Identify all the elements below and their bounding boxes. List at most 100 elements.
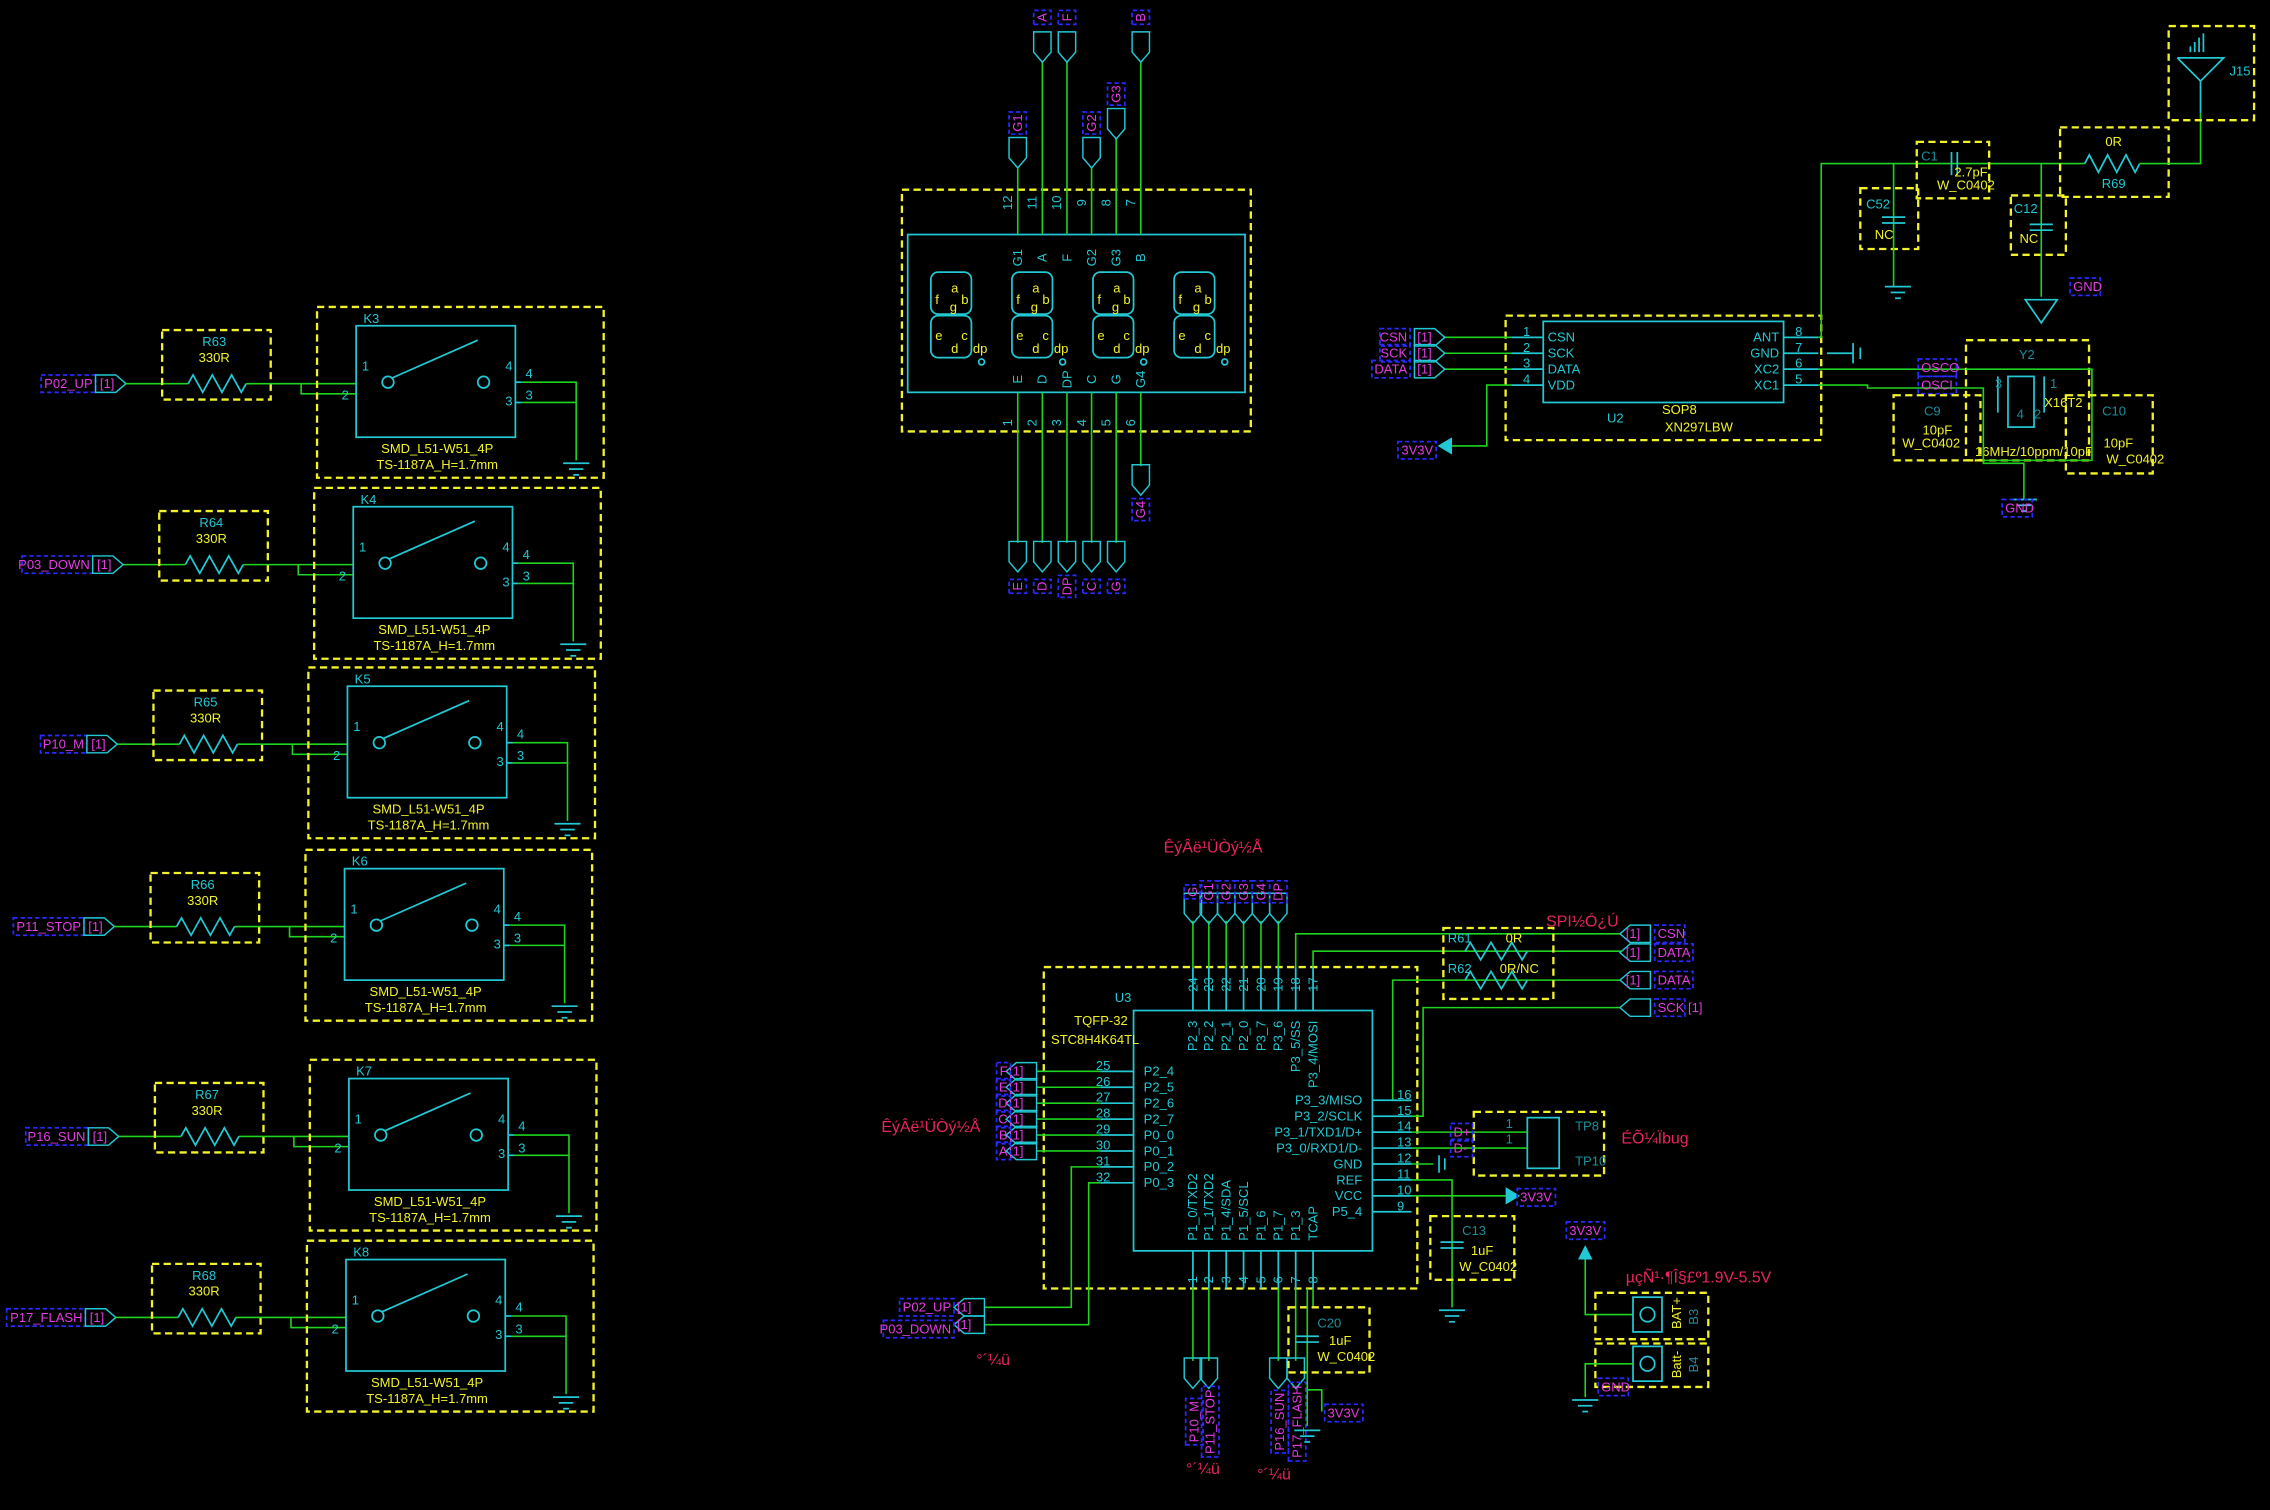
port-flag-icon	[91, 555, 125, 575]
pin-number: 11	[1025, 196, 1040, 210]
resistor-icon	[180, 1126, 240, 1147]
segment-label: d	[951, 341, 958, 356]
net-label-group: A	[1032, 9, 1052, 26]
pin-number: 2	[1025, 419, 1040, 426]
pin-name: E	[1010, 375, 1025, 384]
resistor-value: 330R	[196, 531, 227, 546]
port-flag-icon	[1005, 1109, 1038, 1129]
j15-outline	[2167, 24, 2256, 122]
wire	[1452, 384, 1512, 447]
pin-name: P1_3	[1288, 1210, 1303, 1240]
pin-name: P2_4	[1144, 1064, 1174, 1079]
pin-number: 2	[342, 388, 349, 403]
pin-name: P3_1/TXD1/D+	[1274, 1124, 1362, 1139]
pin-number: 9	[1074, 199, 1089, 206]
net-label-frame	[1131, 9, 1151, 26]
wire	[300, 383, 357, 395]
port-flag-icon	[1131, 31, 1151, 64]
net-label-frame	[1082, 578, 1102, 595]
net-label-frame	[1234, 879, 1254, 904]
net-label-group: G4	[1131, 497, 1151, 522]
pin-number: 3	[526, 388, 533, 403]
net-label-frame	[1106, 82, 1126, 106]
net-label-f: F	[1000, 1064, 1008, 1079]
net-label-g3: G3	[1236, 883, 1251, 900]
sheet-ref: [1]	[93, 1129, 107, 1144]
port-flag-icon	[1106, 107, 1126, 141]
net-label-frame	[1379, 343, 1411, 363]
symbol-line	[2176, 57, 2226, 83]
switch-contact-icon	[381, 375, 395, 389]
switch-contact-icon	[469, 1128, 483, 1142]
net-label-frame	[995, 1109, 1012, 1129]
pin-number: 2	[330, 930, 337, 945]
segment-label: a	[1194, 280, 1202, 295]
net-label-e: E	[999, 1080, 1008, 1095]
bat-minus-label: Batt-	[1669, 1351, 1684, 1379]
net-label-frame	[995, 1141, 1012, 1161]
switch-contact-icon	[371, 1309, 385, 1323]
pin-number: 18	[1288, 977, 1303, 991]
u3-ref: U3	[1115, 990, 1132, 1005]
ground-icon	[555, 1215, 582, 1229]
pin-number: 27	[1096, 1090, 1110, 1105]
switch-ref: K7	[356, 1064, 372, 1079]
pin-number: 12	[1397, 1151, 1411, 1166]
pin-number: 8	[1098, 199, 1113, 206]
switch-lever-icon	[389, 520, 476, 560]
segment-label: f	[935, 292, 939, 307]
net-label-p16_sun: P16_SUN	[1272, 1393, 1287, 1451]
pin-name: DP	[1059, 370, 1074, 388]
wire	[512, 741, 569, 821]
sheet-ref: [1]	[1417, 362, 1431, 377]
r69-value: 0R	[2105, 134, 2122, 149]
c13-value: 1uF	[1471, 1243, 1493, 1258]
pin-name: DATA	[1548, 362, 1581, 377]
port-flag-icon	[1131, 464, 1151, 497]
ground-icon	[553, 1396, 580, 1410]
capacitor-icon	[1950, 152, 1959, 176]
power-arrow-icon	[1577, 1245, 1593, 1260]
net-label-frame	[1449, 1122, 1474, 1142]
resistor-icon	[187, 373, 247, 395]
port-flag-icon	[84, 1308, 117, 1327]
pin-name: G2	[1084, 249, 1099, 266]
wire	[1294, 933, 1622, 968]
c13-ref: C13	[1462, 1223, 1486, 1238]
switch-lever-icon	[381, 1273, 468, 1313]
c1-value: 2.7pF	[1954, 165, 1987, 180]
resistor-value: 330R	[190, 710, 221, 725]
tp10-ref: TP10	[1575, 1153, 1606, 1168]
switch-block-k6: P11_STOP[1]R66330RK6124343SMD_L51-W51_4P…	[12, 848, 594, 1022]
net-label-c: C	[1084, 582, 1099, 591]
resistor-value: 330R	[189, 1284, 220, 1299]
net-label-p03-down: P03_DOWN	[880, 1321, 952, 1336]
resistor-icon	[175, 916, 236, 938]
pin-number: 31	[1096, 1153, 1110, 1168]
pin-name: VCC	[1335, 1188, 1362, 1203]
display-body	[906, 233, 1246, 394]
pin-number: 2	[332, 1321, 339, 1336]
wire	[1965, 368, 2093, 462]
r62-value: 0R/NC	[1500, 961, 1539, 976]
pin-number: 6	[1795, 356, 1802, 371]
net-label-dp: DP	[1059, 577, 1074, 595]
net-label-group: G1	[1008, 111, 1028, 135]
pin-name: P0_0	[1144, 1127, 1174, 1142]
wire	[984, 1166, 1101, 1309]
spi-header: SPI½Ó¿Ú	[1546, 912, 1618, 931]
pin-number: 2	[333, 748, 340, 763]
c10-footprint: W_C0402	[2106, 451, 2164, 466]
net-label-group: E	[1008, 578, 1028, 595]
net-label-frame	[995, 1125, 1012, 1145]
c52-outline	[1859, 187, 1920, 251]
pin-name: P3_3/MISO	[1295, 1093, 1362, 1108]
bat-pad	[1632, 1345, 1663, 1383]
wire	[1818, 162, 2085, 339]
u2-part: XN297LBW	[1665, 419, 1734, 434]
c9-value: 10pF	[1923, 422, 1953, 437]
segment-label: dp	[1054, 341, 1068, 356]
wire	[2139, 112, 2202, 165]
pin-number: 29	[1096, 1122, 1110, 1137]
